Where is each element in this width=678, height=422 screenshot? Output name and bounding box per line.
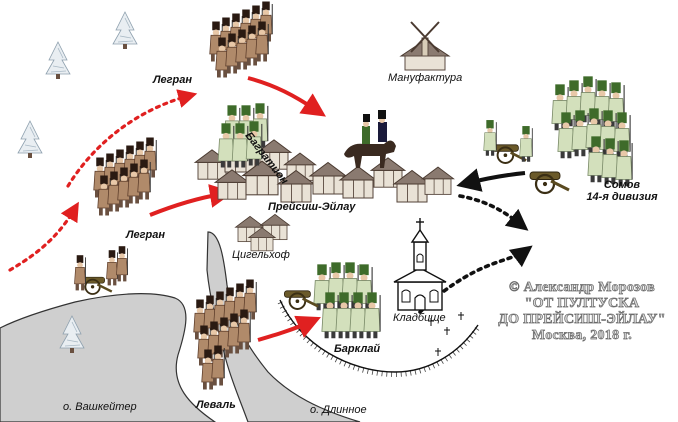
label-kladbishche: Кладбище: [393, 312, 446, 324]
french-artillery-icon: [73, 245, 129, 296]
russian-route-cemetery: [418, 245, 533, 314]
copyright-line-3: ДО ПРЕЙСИШ-ЭЙЛАУ": [498, 312, 666, 328]
russian-division-somov: [551, 75, 633, 187]
label-legran-lower: Легран: [126, 229, 166, 241]
french-route-upper: [66, 89, 198, 188]
russian-artillery-icon: [483, 119, 571, 195]
pine-tree-icon: [45, 41, 71, 80]
copyright-watermark: © Александр Морозов "ОТ ПУЛТУСКА ДО ПРЕЙ…: [488, 280, 676, 344]
somov-advance-arrow: [456, 168, 526, 192]
french-route-lower: [8, 201, 79, 272]
cemetery-church-icon: [393, 218, 447, 311]
label-manufaktura: Мануфактура: [388, 72, 463, 84]
copyright-line-2: "ОТ ПУЛТУСКА: [524, 296, 640, 312]
label-tsigelhof: Цигельхоф: [232, 249, 290, 261]
label-legran-upper: Легран: [153, 74, 193, 86]
village-tsigelhof: [235, 213, 290, 252]
copyright-line-1: © Александр Морозов: [509, 280, 655, 296]
manufaktura-windmill-icon: [399, 21, 451, 71]
french-corps-legran-upper: [209, 0, 273, 79]
label-somov: Сомов 14-я дивизия: [578, 179, 666, 203]
label-14th-division: 14-я дивизия: [586, 191, 658, 203]
russian-route-somov: [458, 194, 529, 231]
french-corps-legran-lower: [93, 136, 157, 217]
label-barclay: Барклай: [334, 343, 381, 355]
pine-tree-icon: [112, 11, 138, 50]
copyright-line-4: Москва, 2018 г.: [531, 328, 633, 344]
grave-crosses: [428, 312, 464, 356]
label-levall: Леваль: [196, 399, 236, 411]
label-lake-dlinnoe: о. Длинное: [310, 404, 367, 416]
legran-lower-attack-arrow: [149, 184, 234, 217]
label-lake-vashkeiter: о. Вашкейтер: [63, 401, 137, 413]
russian-cavalry-icon: [344, 110, 396, 168]
lake-vashkeiter: [0, 293, 217, 422]
pine-tree-icon: [17, 120, 43, 159]
levall-attack-arrow: [257, 315, 321, 342]
label-preisisch-eylau: Прейсиш-Эйлау: [268, 201, 356, 213]
legran-attack-arrow: [247, 76, 326, 117]
label-somov-name: Сомов: [603, 179, 641, 191]
